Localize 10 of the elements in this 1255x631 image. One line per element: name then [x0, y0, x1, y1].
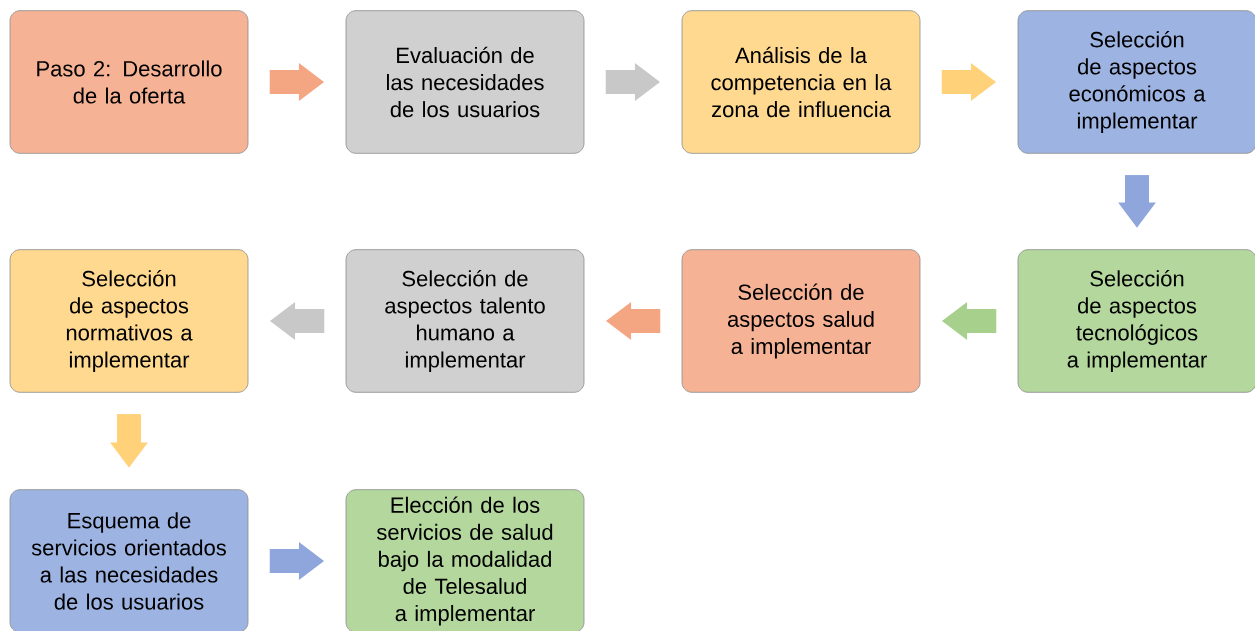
- process-box: Selección de aspectos económicos a implementar: [1017, 10, 1255, 154]
- process-box: Esquema de servicios orientados a las necesidades de los usuarios: [9, 489, 249, 631]
- process-box: Análisis de la competencia en la zona de influencia: [681, 10, 921, 154]
- process-box: Selección de aspectos normativos a implementar: [9, 249, 249, 393]
- process-box: Elección de los servicios de salud bajo la modalidad de Telesalud a implementar: [345, 489, 585, 631]
- process-box: Paso 2: Desarrollo de la oferta: [9, 10, 249, 154]
- process-box: Selección de aspectos salud a implementar: [681, 249, 921, 393]
- process-box: Selección de aspectos tecnológicos a implementar: [1017, 249, 1255, 393]
- process-box: Evaluación de las necesidades de los usuarios: [345, 10, 585, 154]
- process-box: Selección de aspectos talento humano a implementar: [345, 249, 585, 393]
